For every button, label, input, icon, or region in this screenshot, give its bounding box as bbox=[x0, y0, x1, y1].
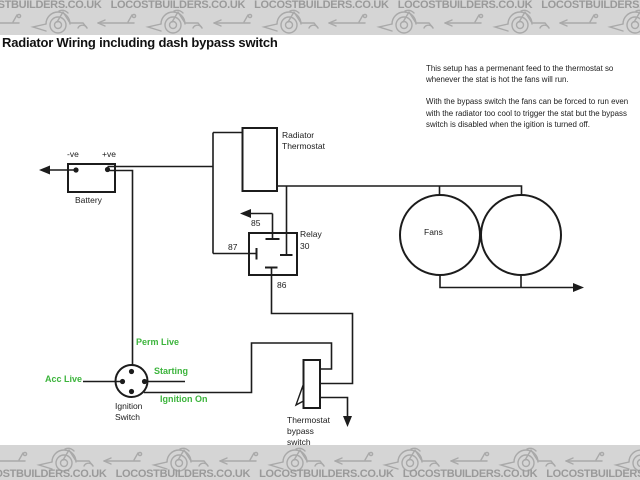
ignition-switch-label: Ignition Switch bbox=[115, 401, 142, 423]
ignition-switch-label-line1: Ignition bbox=[115, 401, 143, 411]
relay-label: Relay bbox=[300, 229, 322, 239]
battery-label: Battery bbox=[75, 195, 102, 205]
ignition-on-wire bbox=[144, 342, 333, 394]
radiator-thermostat-label-line1: Radiator bbox=[282, 130, 315, 140]
relay-terminal-bars bbox=[255, 238, 293, 269]
perm-live-wire bbox=[107, 169, 134, 366]
fans-output-wire bbox=[439, 275, 576, 289]
note-paragraph-1: This setup has a permenant feed to the t… bbox=[426, 64, 614, 85]
bypass-earth-arrow-icon bbox=[343, 416, 352, 427]
bypass-earth-wire bbox=[320, 396, 349, 419]
relay85-earth-arrow-icon bbox=[240, 209, 251, 218]
perm-live-label: Perm Live bbox=[136, 337, 180, 347]
ignition-bottom-dot bbox=[128, 388, 135, 395]
starting-label: Starting bbox=[154, 366, 189, 376]
watermark-banner-bottom: LOCOSTBUILDERS.CO.UKLOCOSTBUILDERS.CO.UK… bbox=[0, 445, 640, 480]
battery-neg-dot bbox=[73, 167, 79, 173]
watermark-text-row: LOCOSTBUILDERS.CO.UKLOCOSTBUILDERS.CO.UK… bbox=[0, 468, 640, 480]
junction-dots bbox=[73, 166, 148, 395]
radiator-thermostat-label-line2: Thermostat bbox=[282, 141, 325, 151]
fans-output-arrow-icon bbox=[573, 283, 584, 292]
battery-pos-label: +ve bbox=[102, 149, 116, 159]
radiator-thermostat-box bbox=[241, 127, 278, 192]
fans-label: Fans bbox=[424, 227, 443, 237]
ignition-top-dot bbox=[128, 368, 135, 375]
wires bbox=[46, 131, 576, 419]
fan-right-circle bbox=[480, 194, 562, 276]
ignition-left-dot bbox=[119, 378, 126, 385]
page-title: Radiator Wiring including dash bypass sw… bbox=[2, 35, 278, 50]
ignition-right-dot bbox=[141, 378, 148, 385]
relay-pin85-label: 85 bbox=[251, 218, 261, 228]
battery-pos-dot bbox=[104, 166, 111, 173]
radiator-thermostat-label: Radiator Thermostat bbox=[282, 130, 325, 152]
bypass-switch-label-line1: Thermostat bbox=[287, 415, 330, 425]
ignition-on-label: Ignition On bbox=[160, 394, 208, 404]
notes-block: This setup has a permenant feed to the t… bbox=[426, 63, 640, 141]
ignition-switch-label-line2: Switch bbox=[115, 412, 141, 422]
bypass-switch-label-line3: switch bbox=[287, 437, 311, 447]
relay-pin30-label: 30 bbox=[300, 241, 310, 251]
earth-arrow-left-icon bbox=[39, 165, 50, 175]
thermostat-output-wire bbox=[277, 185, 523, 195]
bypass-switch-lever bbox=[294, 383, 305, 407]
watermark-banner-top: LOCOSTBUILDERS.CO.UKLOCOSTBUILDERS.CO.UK… bbox=[0, 0, 640, 35]
relay-pin86-label: 86 bbox=[277, 280, 287, 290]
relay-86-wire bbox=[270, 267, 354, 385]
bypass-switch-box bbox=[302, 359, 321, 409]
arrowheads bbox=[39, 165, 584, 427]
acc-live-label: Acc Live bbox=[45, 374, 83, 384]
bypass-switch-label: Thermostat bypass switch bbox=[287, 415, 330, 448]
bypass-switch-label-line2: bypass bbox=[287, 426, 314, 436]
relay-pin87-label: 87 bbox=[228, 242, 238, 252]
watermark-text-row: LOCOSTBUILDERS.CO.UKLOCOSTBUILDERS.CO.UK… bbox=[0, 0, 640, 11]
note-paragraph-2: With the bypass switch the fans can be f… bbox=[426, 97, 629, 129]
battery-neg-label: -ve bbox=[67, 149, 79, 159]
